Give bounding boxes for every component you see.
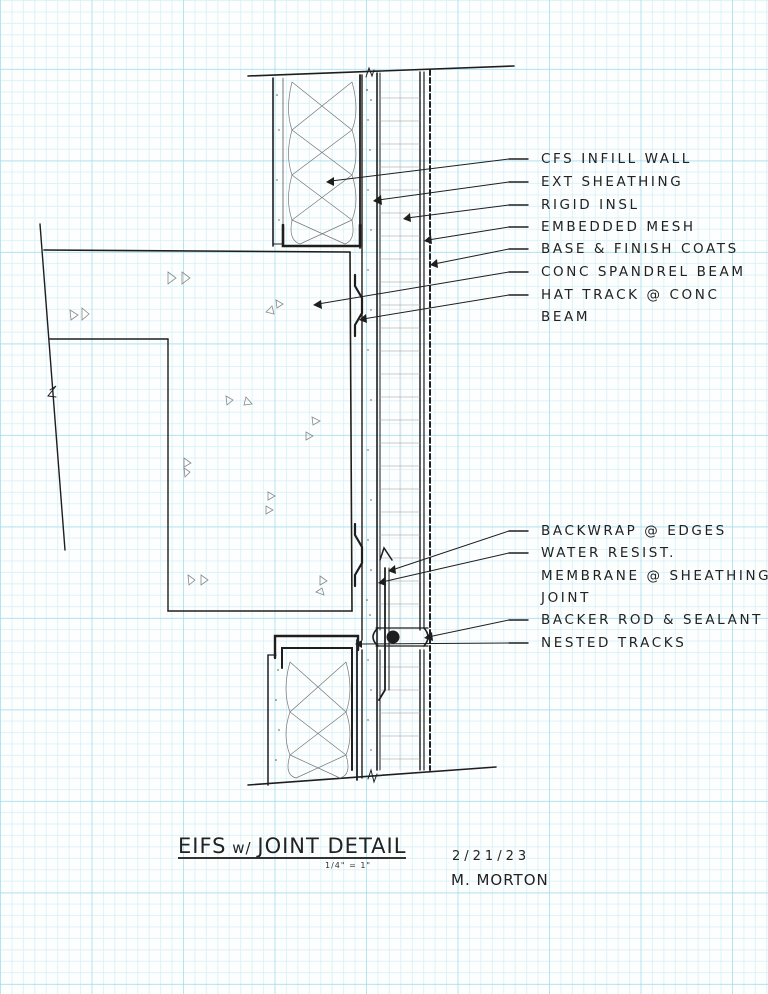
callout-hat-track: HAT TRACK @ CONC <box>541 287 720 303</box>
break-symbol-bottom <box>367 768 378 784</box>
callout-joint: JOINT <box>541 590 591 606</box>
top-cut-line <box>247 65 515 77</box>
callout-water-resist: WATER RESIST. <box>541 545 677 561</box>
break-symbol-top <box>365 66 375 78</box>
callout-backwrap: BACKWRAP @ EDGES <box>541 523 727 539</box>
callout-base-finish-coats: BASE & FINISH COATS <box>541 241 739 257</box>
drawing-date: 2/21/23 <box>452 849 531 864</box>
concrete-spandrel-beam <box>39 223 364 612</box>
slab-break-line <box>39 223 66 551</box>
batt-insulation-lower <box>285 661 351 779</box>
callout-ext-sheathing: EXT SHEATHING <box>541 174 684 190</box>
callout-backer-rod: BACKER ROD & SEALANT <box>541 612 763 628</box>
drawing-scale: 1/4" = 1" <box>325 861 372 870</box>
base-finish-coats <box>423 69 431 771</box>
nested-tracks <box>267 634 360 786</box>
callout-cfs-infill-wall: CFS INFILL WALL <box>541 151 692 167</box>
leader-lines-upper <box>317 158 529 320</box>
hat-track-lower <box>353 522 364 588</box>
title-main: EIFS <box>178 834 227 858</box>
arrowheads <box>313 177 438 648</box>
callout-rigid-insl: RIGID INSL <box>541 197 640 213</box>
callout-conc-spandrel-beam: CONC SPANDREL BEAM <box>541 264 746 280</box>
exterior-sheathing <box>275 72 378 779</box>
callout-embedded-mesh: EMBEDDED MESH <box>541 219 696 235</box>
drawing-title: EIFS w/ JOINT DETAIL <box>178 834 407 860</box>
title-with: w/ <box>226 839 258 857</box>
hat-track-upper <box>353 273 364 338</box>
callout-nested-tracks: NESTED TRACKS <box>541 635 687 651</box>
drawing-author: M. MORTON <box>451 871 549 889</box>
batt-insulation-upper <box>288 81 357 245</box>
rigid-insulation <box>379 71 421 771</box>
leader-lines-lower <box>359 530 529 645</box>
backwrap <box>379 546 393 561</box>
upper-cfs-wall <box>272 74 362 249</box>
title-end: JOINT DETAIL <box>257 834 407 858</box>
water-resistive-membrane <box>378 567 386 701</box>
callout-membrane: MEMBRANE @ SHEATHING <box>541 568 768 584</box>
callout-hat-track-cont: BEAM <box>541 309 591 325</box>
